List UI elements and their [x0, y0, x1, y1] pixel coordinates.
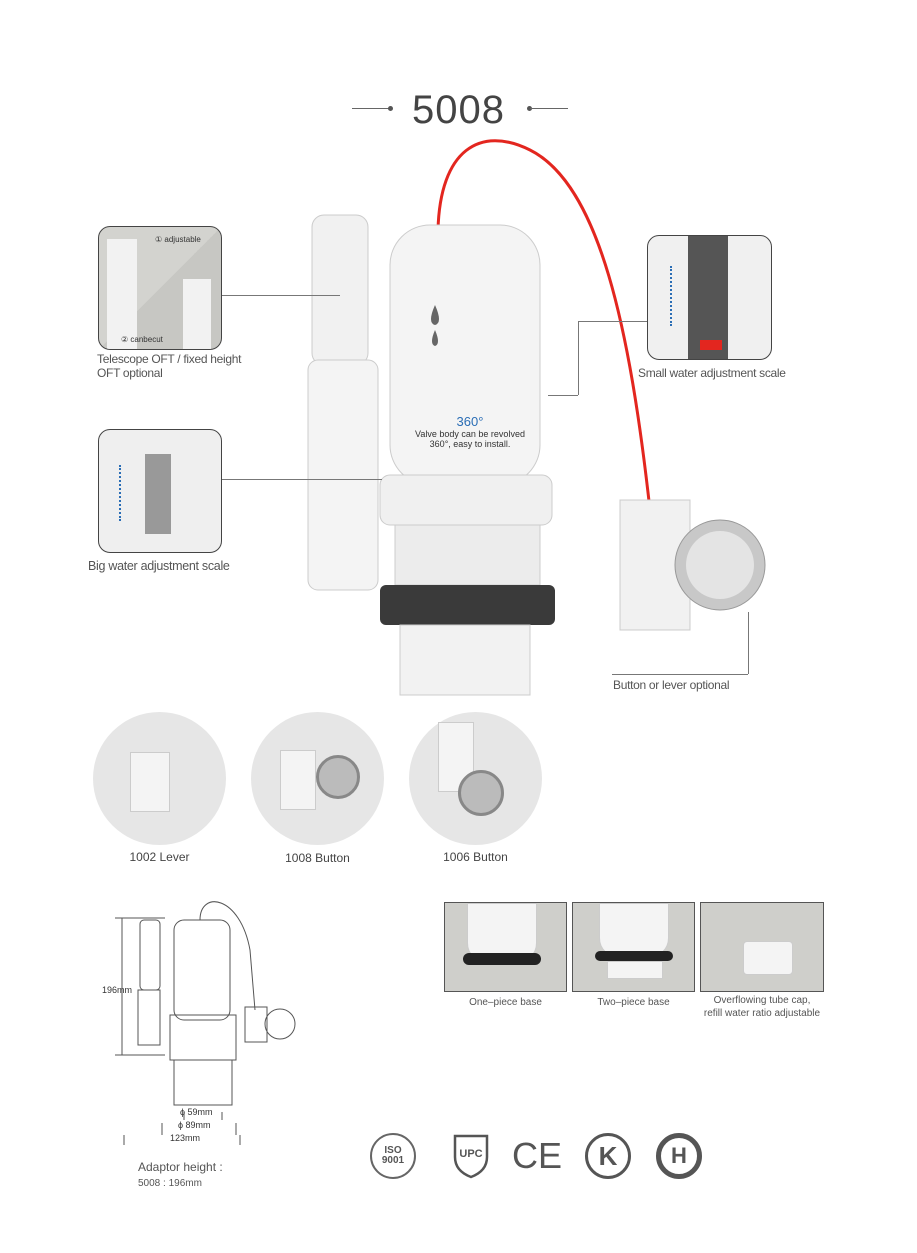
svg-text:UPC: UPC [459, 1148, 482, 1160]
small-scale-caption: Small water adjustment scale [638, 366, 786, 380]
width-dimension: 123mm [170, 1133, 201, 1143]
telescope-caption-2: OFT optional [97, 366, 163, 380]
product-image [300, 130, 800, 700]
revolve-text-2: 360°, easy to install. [429, 439, 511, 449]
base-label: Overflowing tube cap, [713, 995, 811, 1006]
option-label: 1008 Button [285, 851, 350, 865]
small-scale-inset [647, 235, 772, 360]
button-caption: Button or lever optional [613, 678, 730, 692]
adaptor-height-label: Adaptor height : [138, 1160, 223, 1174]
telescope-caption-1: Telescope OFT / fixed height [97, 352, 242, 366]
revolve-text-1: Valve body can be revolved [415, 429, 525, 439]
option-label: 1002 Lever [129, 850, 190, 864]
overflow-cap-image [700, 902, 824, 992]
big-scale-inset [98, 429, 222, 553]
one-piece-base-image [444, 902, 567, 992]
big-scale-caption: Big water adjustment scale [88, 559, 230, 573]
diameter-59: ϕ 59mm [180, 1107, 213, 1117]
upc-logo: UPC [448, 1133, 494, 1179]
base-label: One–piece base [469, 997, 542, 1008]
option-label: 1006 Button [443, 850, 508, 864]
product-title: 5008 [412, 88, 505, 132]
adaptor-height-value: 5008 : 196mm [138, 1178, 202, 1189]
divider [530, 108, 568, 109]
adjustable-label: ① adjustable [155, 235, 201, 244]
diameter-89: ϕ 89mm [178, 1120, 211, 1130]
base-label: Two–piece base [597, 997, 670, 1008]
canbecut-label: ② canbecut [121, 335, 163, 344]
revolve-degree: 360° [456, 414, 484, 429]
two-piece-base-image [572, 902, 695, 992]
dimension-drawing [110, 890, 310, 1150]
ce-logo: CE [512, 1135, 563, 1176]
divider [388, 106, 393, 111]
divider [352, 108, 390, 109]
telescope-inset: ① adjustable ② canbecut [98, 226, 222, 350]
divider [527, 106, 532, 111]
k-mark-logo: K [585, 1133, 631, 1179]
base-label-2: refill water ratio adjustable [703, 1008, 821, 1019]
height-dimension: 196mm [102, 985, 133, 995]
kiwa-logo: H [656, 1133, 702, 1179]
